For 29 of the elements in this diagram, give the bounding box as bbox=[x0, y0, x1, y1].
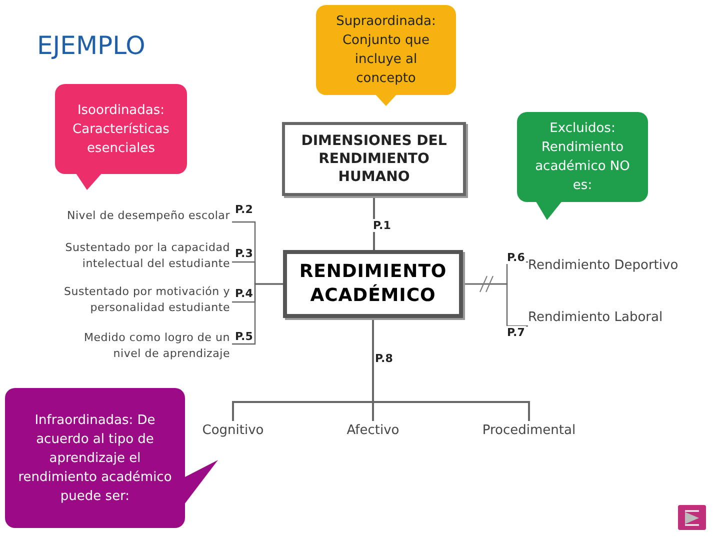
callout-text: Excluidos: Rendimiento académico NO es: bbox=[534, 120, 631, 195]
connector-line bbox=[463, 283, 528, 327]
edge-label: P.5 bbox=[234, 330, 254, 343]
concept-text: Cognitivo bbox=[193, 421, 273, 441]
speech-bubble bbox=[55, 84, 187, 192]
edge-label: P.8 bbox=[374, 352, 394, 365]
concept-text: Nivel de desempeño escolar bbox=[40, 208, 230, 228]
concept-box: RENDIMIENTO ACADÉMICO bbox=[283, 250, 463, 318]
edge-label: P.2 bbox=[234, 203, 254, 216]
speech-bubble bbox=[316, 5, 456, 107]
concept-text: Rendimiento Deportivo bbox=[528, 256, 698, 276]
callout-text: Supraordinada: Conjunto que incluye al concepto bbox=[335, 13, 437, 88]
concept-text: Rendimiento Laboral bbox=[528, 308, 688, 328]
edge-label: P.3 bbox=[234, 247, 254, 260]
concept-text: Medido como logro de un nivel de aprendizaje bbox=[60, 330, 230, 364]
title: EJEMPLO bbox=[37, 30, 146, 62]
concept-box: DIMENSIONES DEL RENDIMIENTO HUMANO bbox=[282, 122, 466, 196]
edge-label: P.7 bbox=[506, 326, 526, 339]
concept-text: Procedimental bbox=[472, 421, 586, 441]
concept-text: Sustentado por motivación y personalidad estudiante bbox=[30, 284, 230, 318]
callout-text: Isoordinadas: Características esenciales bbox=[72, 102, 170, 158]
speech-bubble bbox=[517, 112, 648, 222]
edge-label: P.6 bbox=[506, 251, 526, 264]
edge-label: P.1 bbox=[372, 219, 392, 232]
concept-text: Afectivo bbox=[333, 421, 413, 441]
concept-text: Sustentado por la capacidad intelectual del estudiante bbox=[30, 240, 230, 274]
callout-text: Infraordinadas: De acuerdo al tipo de aprendizaje el rendimiento académico puede ser: bbox=[17, 412, 173, 506]
connector-line bbox=[232, 283, 283, 345]
edge-label: P.4 bbox=[234, 287, 254, 300]
